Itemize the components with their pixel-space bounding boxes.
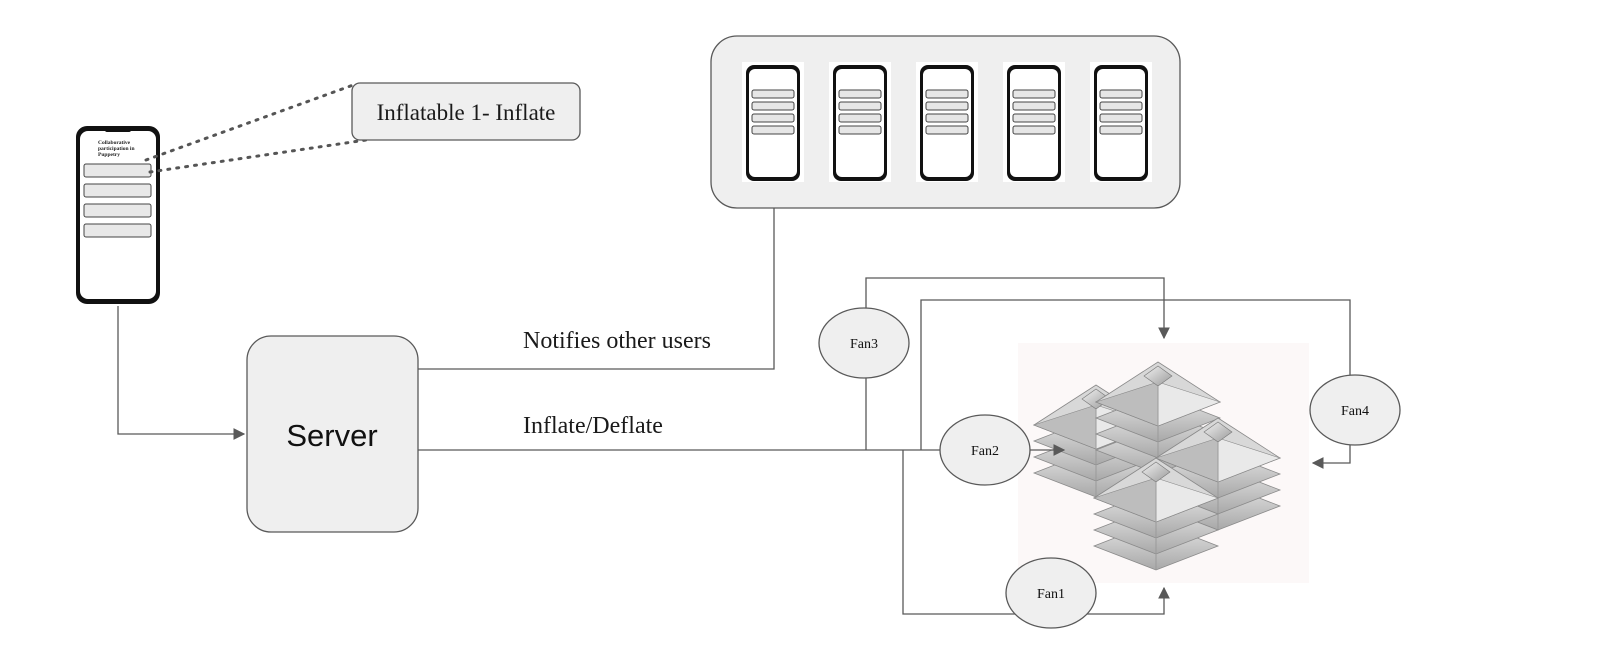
callout-label: Inflatable 1- Inflate [377,100,556,125]
fan3-node: Fan3 [818,307,910,379]
other-user-phone-button [751,125,795,135]
fan2-label: Fan2 [971,444,999,459]
other-user-phone-button [751,113,795,123]
other-user-phone [1003,62,1065,182]
other-user-phone [916,62,978,182]
phone-screen-button [83,183,152,198]
edge-notifies-label: Notifies other users [523,328,711,354]
edge-fan4-to-model [920,299,1351,469]
fan3-label: Fan3 [850,337,878,352]
inflatable-model [1018,343,1309,583]
other-user-phone-button [1012,125,1056,135]
server-label: Server [286,418,377,453]
edge-server-to-users [418,184,780,370]
fan1-node: Fan1 [1005,557,1097,629]
phone-screen-title-2: participation in [98,146,135,152]
other-user-phone-button [1099,89,1143,99]
callout-leader-top [144,82,358,162]
phone-screen-title-1: Collaborative [98,140,131,146]
other-user-phone-button [925,125,969,135]
server-node: Server [246,335,419,533]
other-user-phone-button [1099,101,1143,111]
other-user-phone [829,62,891,182]
other-user-phone-button [925,101,969,111]
other-user-phone-button [1012,113,1056,123]
other-user-phone-button [838,89,882,99]
phone-screen-button [83,203,152,218]
user-phone: Collaborative participation in Puppetry [76,126,160,304]
other-user-phone [742,62,804,182]
other-user-phone-button [838,125,882,135]
other-users-panel [710,35,1181,209]
other-user-phone-button [838,113,882,123]
other-user-phone-button [925,113,969,123]
other-user-phone [1090,62,1152,182]
inflate-callout: Inflatable 1- Inflate [351,82,581,141]
phone-screen-button [83,223,152,238]
other-user-phone-button [1012,89,1056,99]
other-user-phone-button [1099,113,1143,123]
other-user-phone-button [1099,125,1143,135]
phone-screen-title-3: Puppetry [98,152,120,158]
other-user-phone-button [838,101,882,111]
edge-phone-to-server [117,306,246,440]
fan2-node: Fan2 [939,414,1031,486]
fan1-label: Fan1 [1037,587,1065,602]
fan4-label: Fan4 [1341,404,1369,419]
other-user-phone-button [751,89,795,99]
phone-screen-button [83,163,152,178]
callout-leader-bottom [148,138,368,174]
edge-inflate-label: Inflate/Deflate [523,413,663,439]
other-user-phone-button [1012,101,1056,111]
other-user-phone-button [751,101,795,111]
other-user-phone-button [925,89,969,99]
inflatable-module [1092,457,1220,571]
fan4-node: Fan4 [1309,374,1401,446]
